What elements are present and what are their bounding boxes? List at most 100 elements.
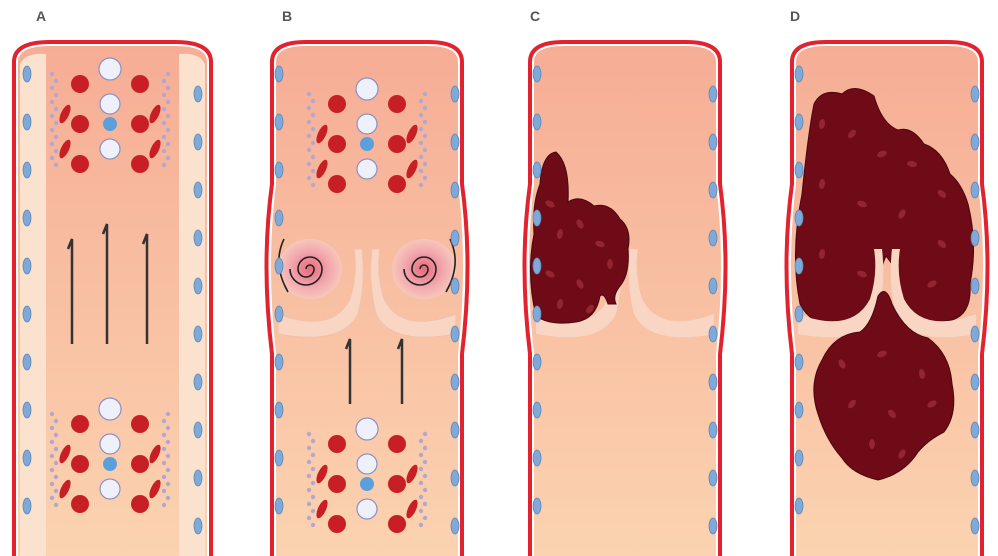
platelet xyxy=(162,447,166,451)
platelet xyxy=(423,176,427,180)
endothelial-nucleus xyxy=(533,162,541,178)
platelet xyxy=(50,100,54,104)
platelet xyxy=(50,86,54,90)
panel-label-a: A xyxy=(36,8,46,24)
white-blood-cell xyxy=(357,454,377,474)
endothelial-nucleus xyxy=(795,162,803,178)
endothelial-nucleus xyxy=(795,450,803,466)
platelet xyxy=(423,162,427,166)
platelet xyxy=(54,135,58,139)
platelet xyxy=(50,142,54,146)
endothelial-nucleus xyxy=(275,114,283,130)
endothelial-nucleus xyxy=(23,162,31,178)
endothelial-nucleus xyxy=(451,470,459,486)
platelet xyxy=(419,495,423,499)
platelet xyxy=(166,114,170,118)
platelet xyxy=(423,92,427,96)
endothelial-nucleus xyxy=(275,162,283,178)
endothelial-nucleus xyxy=(533,66,541,82)
platelet xyxy=(419,141,423,145)
platelet xyxy=(423,502,427,506)
endothelial-nucleus xyxy=(451,182,459,198)
endothelial-nucleus xyxy=(971,374,979,390)
platelet xyxy=(50,72,54,76)
platelet xyxy=(307,106,311,110)
endothelial-nucleus xyxy=(795,210,803,226)
platelet xyxy=(162,163,166,167)
platelet xyxy=(307,120,311,124)
platelet xyxy=(50,496,54,500)
platelet xyxy=(54,419,58,423)
white-blood-cell xyxy=(356,78,378,100)
platelet xyxy=(307,134,311,138)
platelet xyxy=(419,467,423,471)
endothelial-nucleus xyxy=(709,278,717,294)
red-blood-cell xyxy=(131,155,149,173)
endothelium-left xyxy=(20,54,46,556)
platelet xyxy=(162,475,166,479)
endothelial-nucleus xyxy=(451,230,459,246)
panel-a-vessel xyxy=(10,34,215,556)
platelet xyxy=(419,99,423,103)
lymphocyte xyxy=(360,477,374,491)
platelet xyxy=(166,440,170,444)
endothelial-nucleus xyxy=(451,86,459,102)
endothelial-nucleus xyxy=(971,278,979,294)
white-blood-cell xyxy=(99,398,121,420)
platelet xyxy=(50,128,54,132)
red-blood-cell xyxy=(131,495,149,513)
endothelial-nucleus xyxy=(971,470,979,486)
platelet xyxy=(423,488,427,492)
red-blood-cell xyxy=(328,515,346,533)
red-blood-cell xyxy=(71,495,89,513)
endothelial-nucleus xyxy=(194,134,202,150)
red-blood-cell xyxy=(328,435,346,453)
panel-b-vessel xyxy=(262,34,472,556)
platelet xyxy=(50,114,54,118)
platelet xyxy=(54,503,58,507)
endothelial-nucleus xyxy=(23,354,31,370)
endothelial-nucleus xyxy=(23,114,31,130)
platelet xyxy=(307,162,311,166)
red-blood-cell xyxy=(328,475,346,493)
endothelial-nucleus xyxy=(709,374,717,390)
platelet xyxy=(50,426,54,430)
endothelial-nucleus xyxy=(795,66,803,82)
endothelial-nucleus xyxy=(971,134,979,150)
platelet xyxy=(311,99,315,103)
endothelial-nucleus xyxy=(709,470,717,486)
endothelial-nucleus xyxy=(275,402,283,418)
endothelial-nucleus xyxy=(451,518,459,534)
endothelial-nucleus xyxy=(275,450,283,466)
platelet xyxy=(307,446,311,450)
endothelial-nucleus xyxy=(194,470,202,486)
red-blood-cell xyxy=(388,175,406,193)
platelet xyxy=(162,93,166,97)
platelet xyxy=(311,155,315,159)
endothelial-nucleus xyxy=(194,374,202,390)
platelet xyxy=(419,481,423,485)
endothelial-nucleus xyxy=(709,86,717,102)
endothelial-nucleus xyxy=(971,230,979,246)
platelet xyxy=(50,482,54,486)
platelet xyxy=(50,412,54,416)
platelet xyxy=(307,460,311,464)
platelet xyxy=(166,454,170,458)
endothelial-nucleus xyxy=(971,326,979,342)
platelet xyxy=(307,176,311,180)
red-blood-cell xyxy=(71,155,89,173)
platelet xyxy=(423,460,427,464)
platelet xyxy=(54,433,58,437)
platelet xyxy=(162,503,166,507)
platelet xyxy=(162,461,166,465)
platelet xyxy=(423,106,427,110)
endothelial-nucleus xyxy=(194,278,202,294)
endothelial-nucleus xyxy=(451,278,459,294)
endothelial-nucleus xyxy=(709,230,717,246)
endothelial-nucleus xyxy=(194,86,202,102)
endothelial-nucleus xyxy=(533,402,541,418)
panel-c-vessel xyxy=(520,34,730,556)
red-blood-cell xyxy=(131,455,149,473)
platelet xyxy=(166,426,170,430)
red-blood-cell xyxy=(388,135,406,153)
